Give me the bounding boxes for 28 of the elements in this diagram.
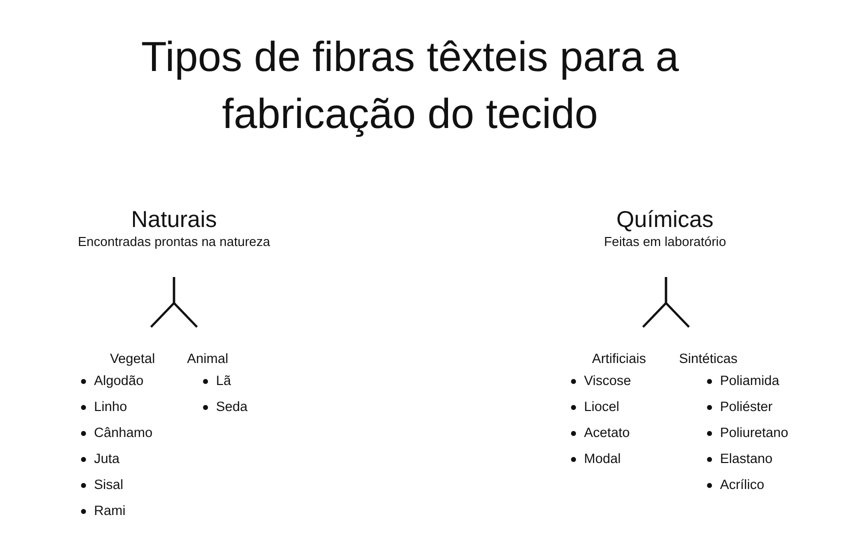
bullet-item: Acrílico bbox=[707, 477, 764, 493]
bullet-item: Poliamida bbox=[707, 373, 780, 389]
bullet-item: Cânhamo bbox=[81, 425, 153, 441]
bullet-item: Modal bbox=[571, 451, 621, 467]
group-heading: Sintéticas bbox=[679, 351, 738, 367]
group-heading: Artificiais bbox=[592, 351, 646, 367]
bullet-item: Sisal bbox=[81, 477, 124, 493]
branch-line bbox=[172, 277, 198, 328]
bullet-item: Acetato bbox=[571, 425, 630, 441]
bullet-item: Liocel bbox=[571, 399, 620, 415]
bullet-item: Viscose bbox=[571, 373, 632, 389]
title: Tipos de fibras têxteis para a fabricação do tecido bbox=[140, 32, 680, 139]
bullet-item: Juta bbox=[81, 451, 120, 467]
category-heading: Naturais bbox=[131, 205, 217, 233]
category-subtitle: Encontradas prontas na natureza bbox=[78, 234, 270, 250]
bullet-item: Linho bbox=[81, 399, 128, 415]
branch-line bbox=[664, 277, 690, 328]
group-heading: Vegetal bbox=[110, 351, 156, 367]
bullet-item: Rami bbox=[81, 503, 126, 519]
bullet-item: Seda bbox=[203, 399, 248, 415]
bullet-item: Poliéster bbox=[707, 399, 773, 415]
bullet-item: Poliuretano bbox=[707, 425, 788, 441]
category-heading: Químicas bbox=[616, 205, 714, 233]
bullet-item: Algodão bbox=[81, 373, 144, 389]
category-subtitle: Feitas em laboratório bbox=[604, 234, 726, 250]
bullet-item: Lã bbox=[203, 373, 232, 389]
bullet-item: Elastano bbox=[707, 451, 773, 467]
group-heading: Animal bbox=[187, 351, 228, 367]
